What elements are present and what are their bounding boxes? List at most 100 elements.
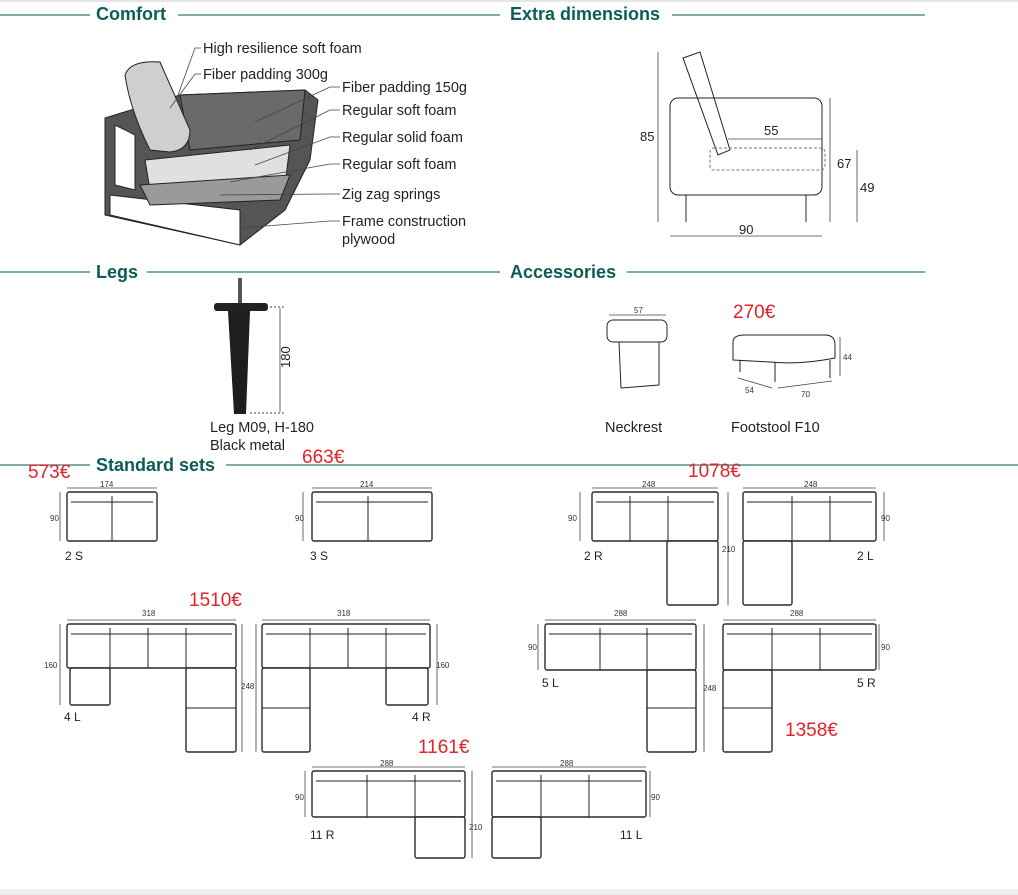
set-name: 4 L bbox=[64, 710, 81, 724]
sofa-module bbox=[722, 623, 877, 671]
set-price: 663€ bbox=[302, 447, 345, 468]
set-dimension: 214 bbox=[360, 480, 374, 489]
sofa-module bbox=[491, 816, 542, 859]
dim-seat-back: 67 bbox=[837, 156, 851, 171]
neckrest-width-dim: 57 bbox=[634, 306, 643, 315]
set-3s: 214 90 3 S 663€ bbox=[295, 447, 433, 563]
section-header-accessories: Accessories bbox=[510, 262, 925, 282]
sofa-cutaway-illustration bbox=[104, 61, 319, 246]
set-price: 1078€ bbox=[688, 461, 741, 482]
set-name: 3 S bbox=[310, 549, 328, 563]
set-dimension: 160 bbox=[44, 661, 58, 670]
sofa-module bbox=[742, 491, 877, 542]
set-name: 5 R bbox=[857, 676, 876, 690]
dim-seat-height: 49 bbox=[860, 180, 874, 195]
set-dimension: 160 bbox=[436, 661, 450, 670]
section-header-legs: Legs bbox=[0, 262, 500, 282]
set-dimension: 248 bbox=[642, 480, 656, 489]
label-frame-construction: Frame construction bbox=[342, 214, 466, 230]
set-dimension: 248 bbox=[703, 684, 717, 693]
set-dimension: 90 bbox=[568, 514, 577, 523]
set-dimension: 288 bbox=[560, 759, 574, 768]
sofa-module bbox=[666, 540, 719, 606]
set-dimension: 90 bbox=[651, 793, 660, 802]
sofa-module bbox=[311, 770, 466, 818]
label-zig-zag-springs: Zig zag springs bbox=[342, 187, 440, 203]
section-title-standard-sets: Standard sets bbox=[96, 455, 215, 475]
set-dimension: 90 bbox=[881, 514, 890, 523]
leg-material: Black metal bbox=[210, 438, 285, 454]
sofa-module bbox=[491, 770, 647, 818]
set-dimension: 90 bbox=[295, 514, 304, 523]
leg-height-dim: 180 bbox=[278, 346, 293, 368]
section-title-accessories: Accessories bbox=[510, 262, 616, 282]
sofa-module bbox=[722, 669, 773, 753]
sofa-module bbox=[742, 540, 793, 606]
set-dimension: 90 bbox=[295, 793, 304, 802]
neckrest-label: Neckrest bbox=[605, 420, 662, 436]
comfort-callout-lines bbox=[169, 47, 340, 229]
label-fiber-padding-150: Fiber padding 150g bbox=[342, 80, 467, 96]
section-title-legs: Legs bbox=[96, 262, 138, 282]
sofa-module bbox=[66, 623, 237, 669]
set-name: 11 L bbox=[620, 828, 643, 842]
sofa-module bbox=[261, 667, 311, 753]
footstool: 44 54 70 270€ Footstool F10 bbox=[731, 302, 852, 436]
sofa-module bbox=[544, 623, 697, 671]
set-dimension: 248 bbox=[241, 682, 255, 691]
set-dimension: 210 bbox=[469, 823, 483, 832]
section-header-comfort: Comfort bbox=[0, 4, 500, 24]
set-dimension: 318 bbox=[142, 609, 156, 618]
leg-drawing: 180 Leg M09, H-180 Black metal bbox=[210, 278, 314, 454]
set-2l: 248 90 2 L bbox=[742, 480, 890, 606]
set-price: 1161€ bbox=[418, 737, 470, 758]
label-plywood: plywood bbox=[342, 232, 395, 248]
footstool-depth-dim: 54 bbox=[745, 386, 754, 395]
set-2r: 248 90 210 2 R 1078€ bbox=[568, 461, 741, 606]
footstool-height-dim: 44 bbox=[843, 353, 852, 362]
set-4l: 318 160 248 4 L 1510€ bbox=[44, 590, 255, 753]
label-regular-soft-foam-2: Regular soft foam bbox=[342, 157, 456, 173]
set-price: 573€ bbox=[28, 462, 71, 483]
footstool-label: Footstool F10 bbox=[731, 420, 820, 436]
set-price: 1510€ bbox=[189, 590, 242, 611]
sofa-module bbox=[385, 667, 429, 706]
label-fiber-padding-300: Fiber padding 300g bbox=[203, 67, 328, 83]
sofa-module bbox=[311, 491, 433, 542]
dim-depth: 90 bbox=[739, 222, 753, 237]
footstool-width-dim: 70 bbox=[801, 390, 810, 399]
footstool-price: 270€ bbox=[733, 302, 776, 323]
set-name: 11 R bbox=[310, 828, 335, 842]
sofa-module bbox=[591, 491, 719, 542]
section-title-comfort: Comfort bbox=[96, 4, 166, 24]
neckrest: 57 Neckrest bbox=[605, 306, 668, 436]
set-name: 2 R bbox=[584, 549, 603, 563]
set-dimension: 90 bbox=[881, 643, 890, 652]
set-price: 1358€ bbox=[785, 720, 838, 741]
set-dimension: 288 bbox=[790, 609, 804, 618]
sofa-module bbox=[185, 667, 237, 753]
set-11l: 288 90 11 L bbox=[491, 759, 660, 859]
dim-seat-depth: 55 bbox=[764, 123, 778, 138]
sofa-module bbox=[261, 623, 431, 669]
set-dimension: 90 bbox=[528, 643, 537, 652]
page-edge-bottom bbox=[0, 889, 1018, 895]
sofa-module bbox=[414, 816, 466, 859]
set-dimension: 248 bbox=[804, 480, 818, 489]
set-dimension: 210 bbox=[722, 545, 736, 554]
label-regular-solid-foam: Regular solid foam bbox=[342, 130, 463, 146]
section-title-extra-dimensions: Extra dimensions bbox=[510, 4, 660, 24]
set-name: 2 L bbox=[857, 549, 874, 563]
section-header-standard-sets: Standard sets bbox=[0, 455, 1018, 475]
side-profile-drawing: 85 55 67 49 90 bbox=[640, 51, 874, 237]
set-dimension: 318 bbox=[337, 609, 351, 618]
set-name: 2 S bbox=[65, 549, 83, 563]
comfort-labels: High resilience soft foam Fiber padding … bbox=[203, 41, 467, 248]
label-regular-soft-foam: Regular soft foam bbox=[342, 103, 456, 119]
